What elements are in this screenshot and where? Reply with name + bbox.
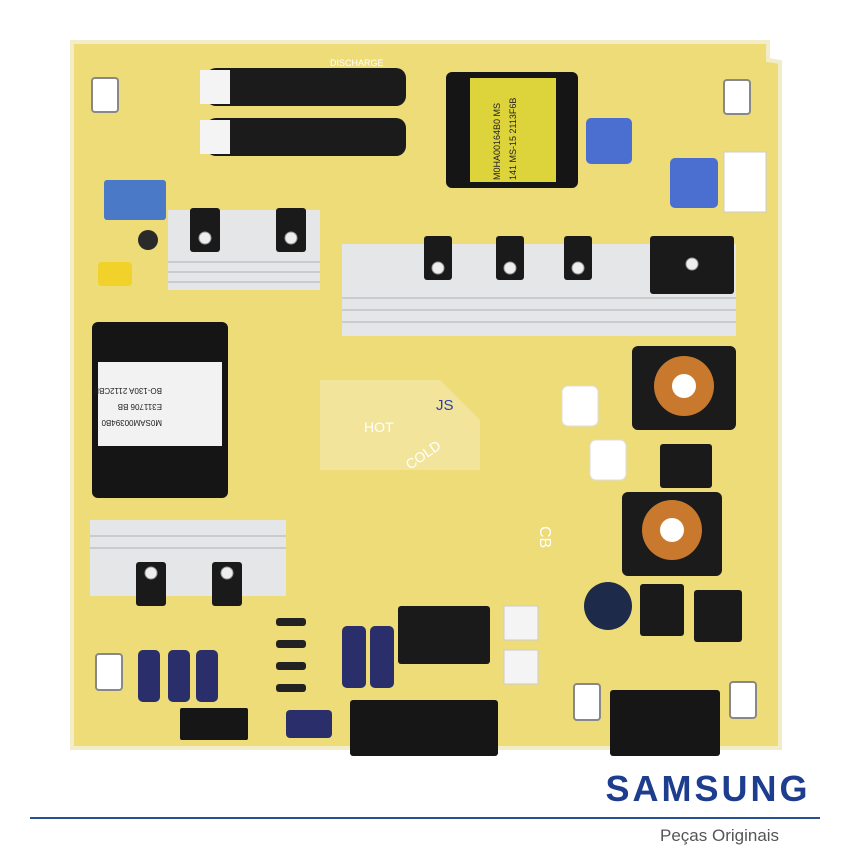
label-hot: HOT bbox=[364, 419, 394, 435]
label-transformer-top: M0HA00164B0 MS bbox=[492, 103, 502, 180]
connector-output bbox=[350, 700, 498, 756]
discharge-resistors bbox=[200, 68, 406, 156]
label-marking: JS bbox=[436, 397, 454, 414]
inductor-right bbox=[660, 444, 712, 488]
disc-capacitor bbox=[584, 582, 632, 630]
heatsink-bottom-left bbox=[90, 520, 286, 596]
small-capacitor bbox=[138, 230, 158, 250]
transformer-left bbox=[92, 322, 228, 498]
mount-clip-bottom-left bbox=[95, 653, 123, 691]
y-capacitor-right bbox=[670, 158, 718, 208]
tagline: Peças Originais bbox=[660, 826, 780, 845]
blue-capacitor-left bbox=[104, 180, 166, 220]
yellow-capacitor bbox=[98, 262, 132, 286]
label-transformer-left-3: BO-130A 2112CBB bbox=[94, 386, 162, 395]
fuse-holder bbox=[503, 605, 539, 641]
y-capacitor-top bbox=[586, 118, 632, 164]
isolation-slot bbox=[320, 380, 480, 470]
label-cb: CB bbox=[536, 526, 553, 548]
diodes bbox=[276, 618, 306, 692]
mount-clip-bottom-right bbox=[729, 681, 757, 719]
label-discharge: DISCHARGE bbox=[330, 58, 384, 68]
inductor-bottom bbox=[694, 590, 742, 642]
toroidal-choke-lower bbox=[622, 492, 722, 576]
samsung-logo: SAMSUNG bbox=[605, 768, 811, 809]
transistor-screws bbox=[144, 231, 699, 580]
toroidal-choke-upper bbox=[632, 346, 736, 430]
transformer-top bbox=[446, 72, 578, 188]
label-sticker bbox=[723, 151, 767, 213]
label-transformer-left: M0SAM00394B0 bbox=[101, 418, 162, 427]
thermistor-lower bbox=[589, 439, 627, 481]
mount-clip-top-left bbox=[91, 77, 119, 113]
thermistor-upper bbox=[561, 385, 599, 427]
mount-clip-bottom-mid bbox=[573, 683, 601, 721]
connector-small bbox=[180, 708, 248, 740]
small-inductor bbox=[640, 584, 684, 636]
divider-line bbox=[30, 817, 820, 819]
electrolytic-capacitors bbox=[138, 626, 394, 738]
label-transformer-top-2: 141 MS-15 2113F6B bbox=[508, 98, 518, 180]
relay-block bbox=[398, 606, 490, 664]
fuse-holder-2 bbox=[503, 649, 539, 685]
connector-ac bbox=[610, 690, 720, 756]
label-transformer-left-2: E311706 BB bbox=[118, 402, 162, 411]
mount-clip-top-right bbox=[723, 79, 751, 115]
